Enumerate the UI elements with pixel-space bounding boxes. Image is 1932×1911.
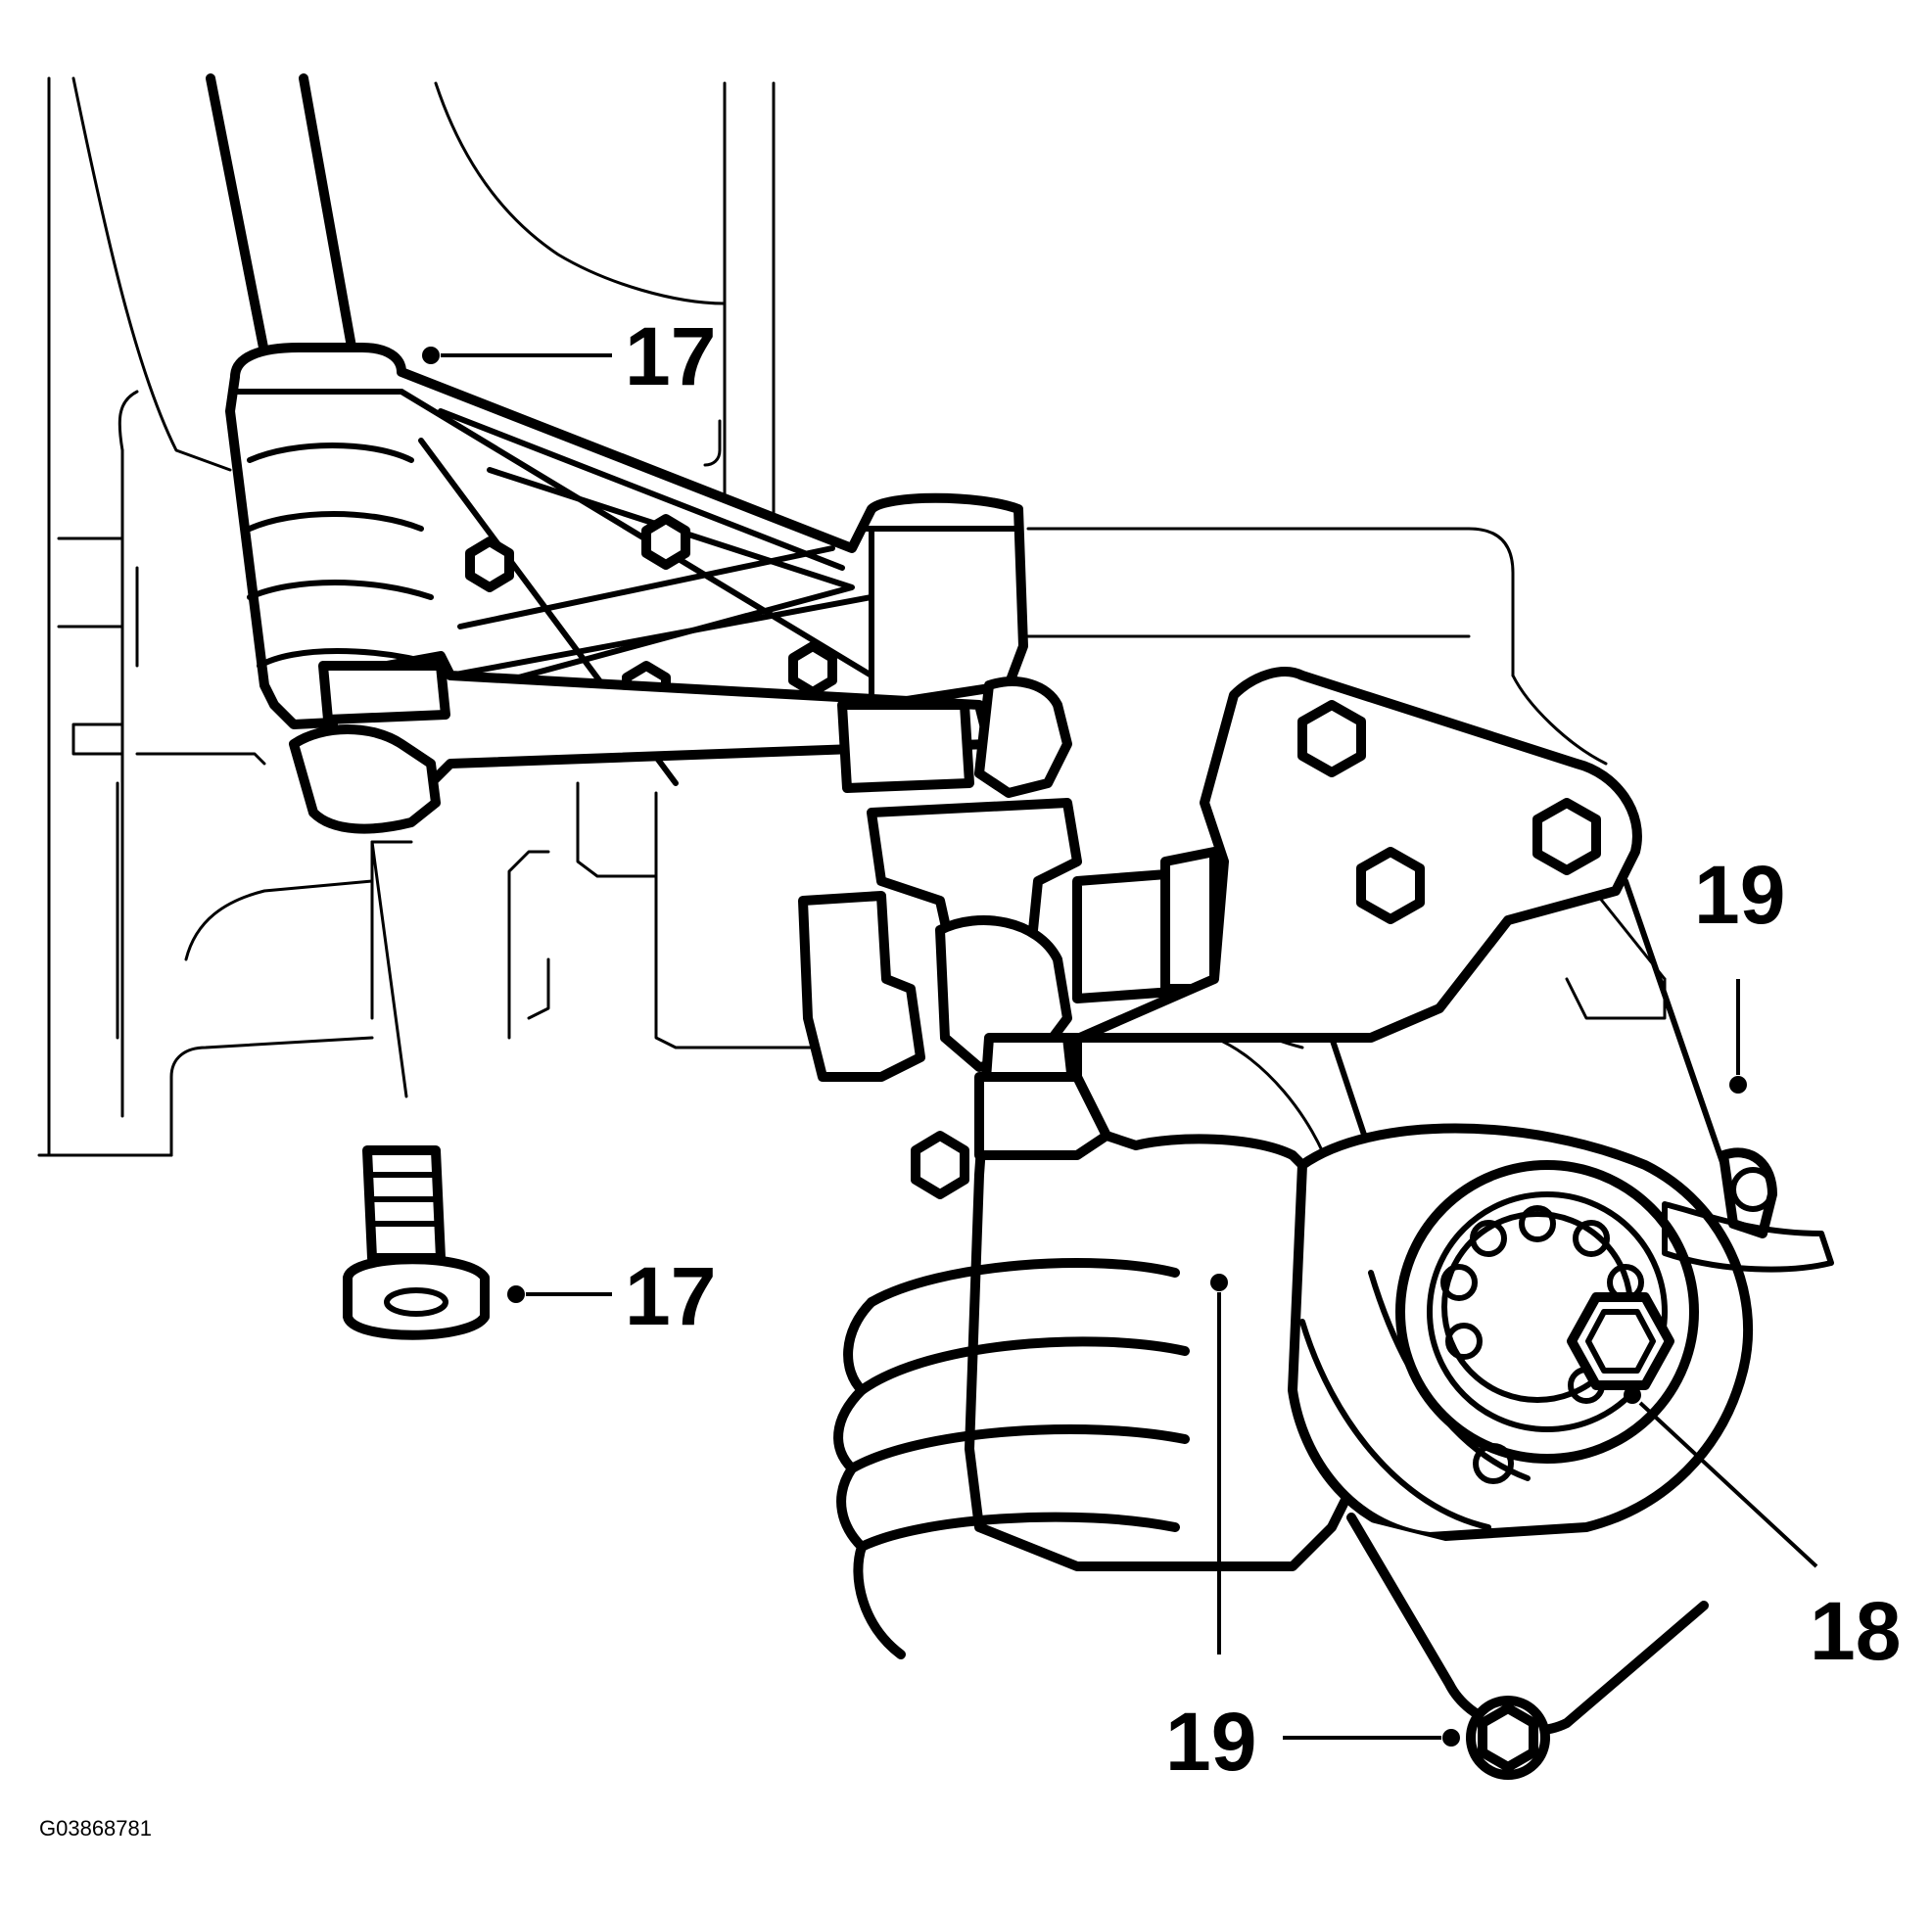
callout-labels: 17 17 19 19 18 — [625, 310, 1901, 1788]
leader-dot-19-right — [1729, 1076, 1747, 1094]
callout-19-bottom: 19 — [1165, 1696, 1256, 1788]
leader-dot-17-top — [422, 347, 440, 364]
link-rod — [289, 651, 1072, 834]
leader-dot-18 — [1624, 1386, 1641, 1404]
upper-bracket — [225, 343, 1028, 786]
leader-dot-19-bottom — [1442, 1729, 1460, 1747]
drive-housing — [965, 878, 1834, 1780]
leader-lines — [422, 347, 1818, 1747]
coil-spring — [833, 1072, 1190, 1659]
upper-rods — [206, 73, 357, 357]
callout-18: 18 — [1810, 1585, 1901, 1677]
figure-id: G03868781 — [39, 1816, 152, 1841]
leader-line-18 — [1638, 1401, 1818, 1568]
mounting-plate — [1053, 667, 1642, 1052]
background-frame — [37, 76, 1667, 1177]
bolt-17-loose — [343, 1145, 490, 1340]
leader-dot-19-mid — [1210, 1274, 1228, 1291]
callout-17-bottom: 17 — [625, 1250, 716, 1342]
callout-19-right: 19 — [1694, 849, 1785, 941]
leader-dot-17-bottom — [507, 1285, 525, 1303]
callout-17-top: 17 — [625, 310, 716, 402]
